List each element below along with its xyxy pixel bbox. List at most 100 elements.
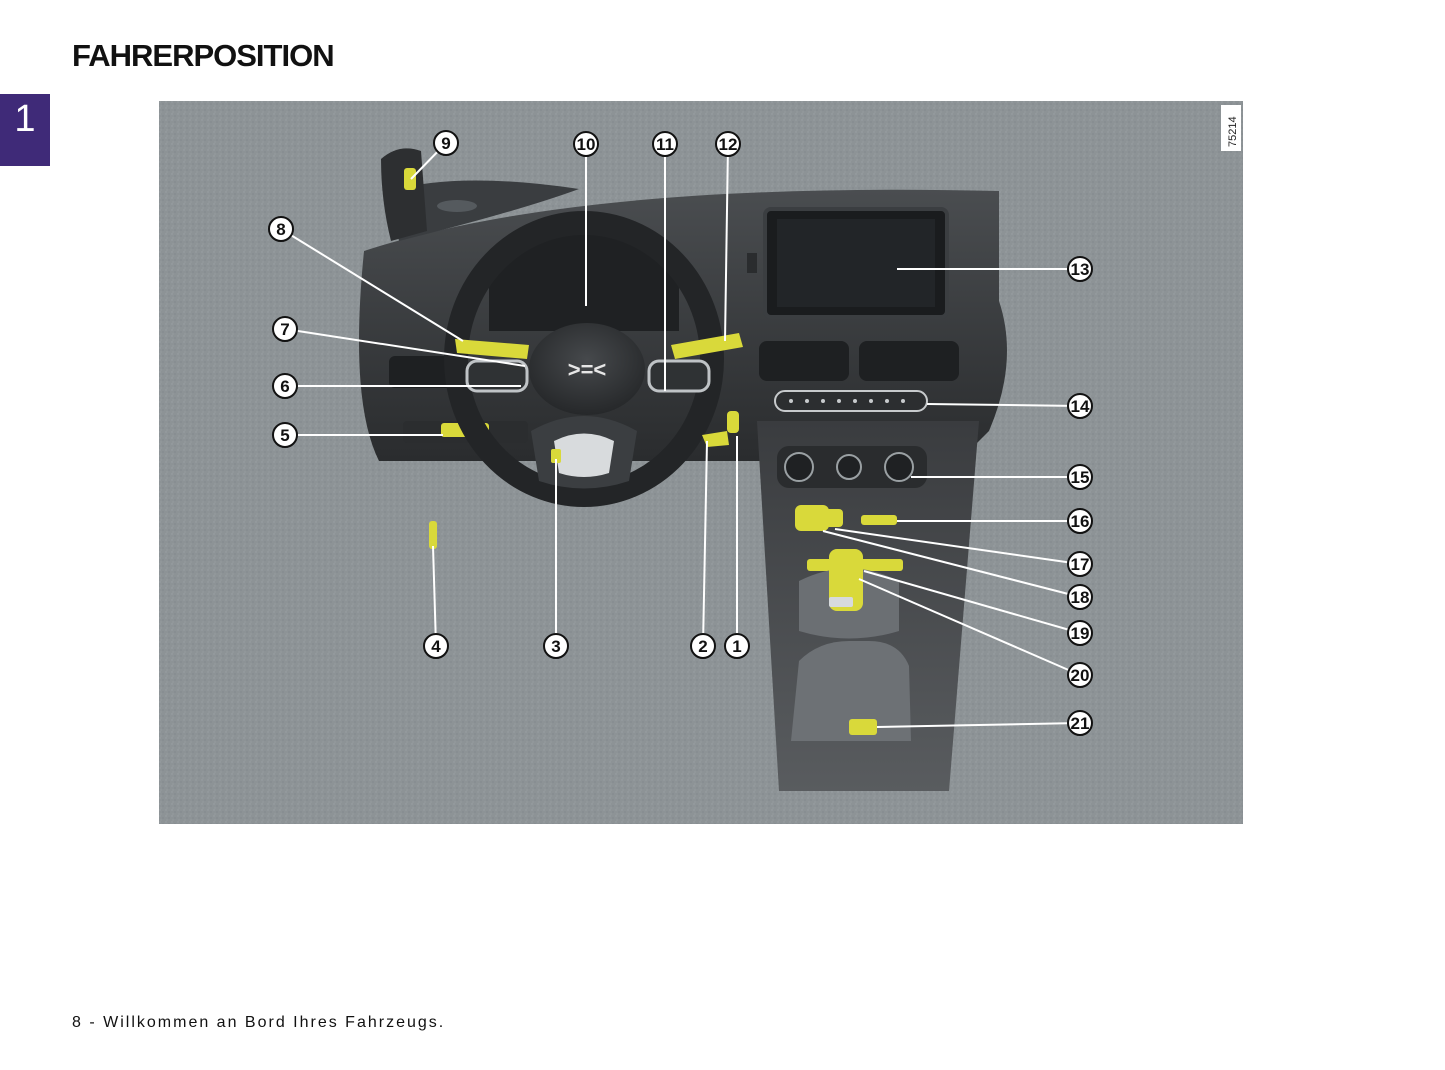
callout-19: 19 [1067, 620, 1093, 646]
console-switch-highlight-c [861, 515, 897, 525]
callout-circle [423, 633, 449, 659]
callout-circle [543, 633, 569, 659]
callout-leader-lines [280, 142, 1081, 728]
steering-wheel-hub [529, 323, 645, 415]
callout-number: 1 [732, 637, 741, 656]
callout-number: 19 [1071, 624, 1090, 643]
start-button-highlight [727, 411, 739, 433]
callout-circle [1067, 584, 1093, 610]
callout-11: 11 [652, 131, 678, 157]
callout-14: 14 [1067, 393, 1093, 419]
center-vent-right [859, 341, 959, 381]
callout-leader-12 [724, 143, 729, 342]
callout-3: 3 [543, 633, 569, 659]
climate-knob-left [784, 452, 814, 482]
callout-number: 13 [1071, 260, 1090, 279]
callout-circle [1067, 393, 1093, 419]
console-switch-highlight-a [795, 505, 829, 531]
callout-circle [690, 633, 716, 659]
callout-circle [573, 131, 599, 157]
callout-number: 9 [441, 134, 450, 153]
callout-number: 20 [1071, 666, 1090, 685]
callout-6: 6 [272, 373, 298, 399]
callout-number: 12 [719, 135, 738, 154]
callout-circle [715, 131, 741, 157]
callout-20: 20 [1067, 662, 1093, 688]
brand-logo: >=< [568, 357, 607, 382]
chapter-tab: 1 [0, 94, 50, 166]
callout-1: 1 [724, 633, 750, 659]
dashboard-top [389, 180, 579, 241]
dashboard-figure: 75214 >=< [159, 101, 1243, 824]
callout-number: 15 [1071, 468, 1090, 487]
callout-circle [1067, 464, 1093, 490]
wheel-right-buttons [647, 359, 711, 393]
callout-leader-7 [284, 328, 526, 367]
callout-circle [1067, 256, 1093, 282]
multimedia-screen-display [777, 219, 935, 307]
callout-number: 18 [1071, 588, 1090, 607]
callout-leader-21 [876, 722, 1081, 728]
steering-wheel-trim [554, 433, 614, 477]
gear-lever-highlight [829, 549, 863, 611]
center-vent-left [759, 341, 849, 381]
callout-21: 21 [1067, 710, 1093, 736]
callout-8: 8 [268, 216, 294, 242]
steering-adjust-highlight [551, 449, 561, 463]
dashboard-illustration: 75214 >=< [159, 101, 1243, 824]
chapter-number: 1 [14, 98, 36, 140]
callout-number: 4 [431, 637, 441, 656]
center-switch-bar [774, 390, 928, 412]
ignition-highlight [702, 431, 729, 447]
left-air-vent [389, 356, 454, 388]
callout-number: 6 [280, 377, 289, 396]
callout-15: 15 [1067, 464, 1093, 490]
instrument-cluster [489, 231, 679, 331]
callout-circle [724, 633, 750, 659]
climate-knob-right [884, 452, 914, 482]
steering-wheel-rim [444, 211, 724, 507]
callout-number: 5 [280, 426, 289, 445]
callout-7: 7 [272, 316, 298, 342]
callout-circle [272, 422, 298, 448]
callout-number: 3 [551, 637, 560, 656]
screen-side-button [747, 253, 757, 273]
callout-number: 16 [1071, 512, 1090, 531]
callout-number: 21 [1071, 714, 1090, 733]
callout-circle [268, 216, 294, 242]
callout-leader-4 [432, 545, 437, 647]
callout-circle [1067, 551, 1093, 577]
callout-9: 9 [433, 130, 459, 156]
callout-17: 17 [1067, 551, 1093, 577]
callout-16: 16 [1067, 508, 1093, 534]
callout-number: 10 [577, 135, 596, 154]
callout-circle [1067, 620, 1093, 646]
callout-circle [1067, 710, 1093, 736]
callout-leader-20 [858, 578, 1081, 676]
mirror-control-highlight [404, 168, 416, 190]
page-title: FAHRERPOSITION [72, 38, 335, 73]
callout-leader-2 [702, 440, 708, 647]
callout-number: 8 [276, 220, 285, 239]
armrest-switch-highlight [849, 719, 877, 735]
callout-number: 7 [280, 320, 289, 339]
callout-2: 2 [690, 633, 716, 659]
callout-circle [1067, 662, 1093, 688]
callout-number: 14 [1071, 397, 1090, 416]
callout-10: 10 [573, 131, 599, 157]
left-stalk-highlight [455, 339, 529, 359]
callout-18: 18 [1067, 584, 1093, 610]
armrest [791, 641, 911, 741]
console-switch-highlight-b [825, 509, 843, 527]
callout-4: 4 [423, 633, 449, 659]
callout-leader-8 [280, 228, 464, 342]
gear-lever-button [829, 597, 853, 607]
callout-circle [272, 316, 298, 342]
reference-code: 75214 [1227, 116, 1239, 147]
callout-13: 13 [1067, 256, 1093, 282]
side-mirror [381, 148, 427, 241]
callout-5: 5 [272, 422, 298, 448]
callout-circle [433, 130, 459, 156]
callout-circle [652, 131, 678, 157]
